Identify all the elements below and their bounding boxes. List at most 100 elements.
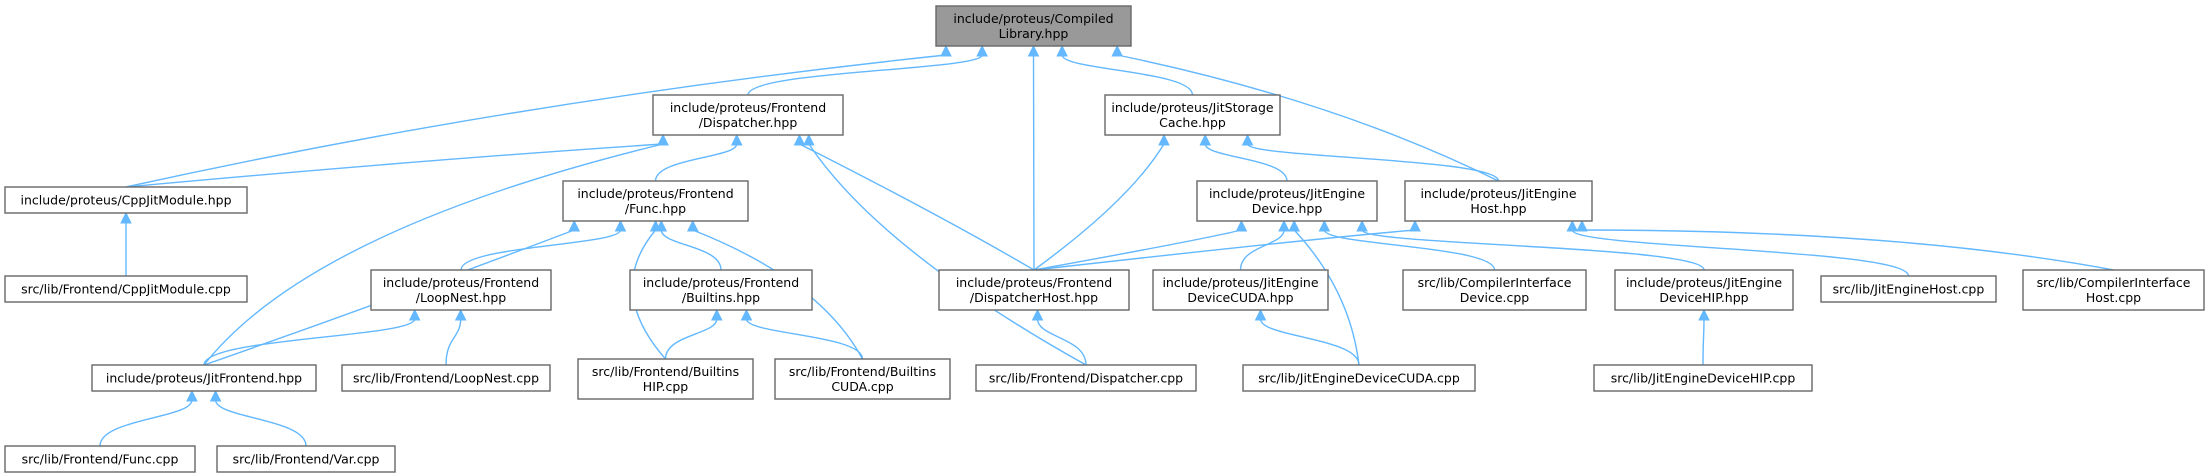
node-box bbox=[216, 445, 396, 473]
arrowhead-icon bbox=[1111, 44, 1124, 57]
node-box bbox=[370, 269, 552, 311]
node-label-line: src/lib/Frontend/Builtins bbox=[592, 364, 739, 379]
arrowhead-icon bbox=[1027, 44, 1040, 57]
node-label-line: HIP.cpp bbox=[643, 379, 688, 394]
edge-frontend_builtins-to-frontend_func bbox=[660, 229, 722, 271]
node-box bbox=[774, 358, 951, 400]
arrowhead-icon bbox=[209, 389, 222, 402]
arrowhead-icon bbox=[940, 44, 952, 57]
arrowhead-icon bbox=[657, 133, 669, 146]
arrowhead-icon bbox=[454, 308, 467, 321]
node-box bbox=[935, 5, 1132, 47]
node-label-line: src/lib/Frontend/Dispatcher.cpp bbox=[989, 371, 1183, 386]
arrowhead-icon bbox=[686, 219, 699, 232]
arrowhead-icon bbox=[803, 133, 815, 146]
edge-func_cpp-to-jit_frontend bbox=[99, 399, 193, 447]
edge-frontend_dispatcher_host-to-jit_engine_device bbox=[1033, 229, 1242, 271]
node-jit-engine-device[interactable]: include/proteus/JitEngineDevice.hpp bbox=[1196, 180, 1378, 222]
edge-jit_engine_device_hip-to-jit_engine_device bbox=[1361, 229, 1705, 271]
node-jit-engine-device-hip[interactable]: include/proteus/JitEngineDeviceHIP.hpp bbox=[1614, 269, 1794, 311]
node-cpp-jit-module-cpp[interactable]: src/lib/Frontend/CppJitModule.cpp bbox=[4, 275, 248, 303]
node-loopnest-cpp[interactable]: src/lib/Frontend/LoopNest.cpp bbox=[341, 364, 551, 392]
node-jit-engine-device-cuda[interactable]: include/proteus/JitEngineDeviceCUDA.hpp bbox=[1152, 269, 1329, 311]
node-box bbox=[1614, 269, 1794, 311]
node-box bbox=[938, 269, 1130, 311]
edge-loopnest_cpp-to-frontend_loopnest bbox=[445, 318, 462, 366]
node-var-cpp[interactable]: src/lib/Frontend/Var.cpp bbox=[216, 445, 396, 473]
arrowhead-icon bbox=[1199, 133, 1212, 146]
node-label-line: Host.hpp bbox=[1470, 201, 1526, 216]
node-label-line: src/lib/Frontend/Func.cpp bbox=[22, 452, 179, 467]
edge-compiler_interface_device-to-jit_engine_device bbox=[1323, 229, 1496, 271]
arrowhead-icon bbox=[649, 219, 662, 232]
node-box bbox=[1402, 269, 1587, 311]
node-frontend-func[interactable]: include/proteus/Frontend/Func.hpp bbox=[562, 180, 749, 222]
node-jit-engine-device-hip-cpp[interactable]: src/lib/JitEngineDeviceHIP.cpp bbox=[1593, 364, 1813, 392]
arrowhead-icon bbox=[1031, 308, 1044, 321]
node-label-line: include/proteus/JitFrontend.hpp bbox=[106, 371, 302, 386]
node-label-line: /LoopNest.hpp bbox=[416, 290, 506, 305]
edge-jit_frontend-to-frontend_loopnest bbox=[203, 318, 416, 366]
arrowhead-icon bbox=[1409, 219, 1421, 232]
node-jit-engine-host[interactable]: include/proteus/JitEngineHost.hpp bbox=[1404, 180, 1593, 222]
node-func-cpp[interactable]: src/lib/Frontend/Func.cpp bbox=[4, 445, 196, 473]
node-jit-engine-host-cpp[interactable]: src/lib/JitEngineHost.cpp bbox=[1820, 275, 1997, 303]
node-frontend-loopnest[interactable]: include/proteus/Frontend/LoopNest.hpp bbox=[370, 269, 552, 311]
edge-compiler_interface_host-to-jit_engine_host bbox=[1581, 229, 2114, 271]
edge-dispatcher_cpp-to-frontend_dispatcher_host bbox=[1036, 318, 1087, 366]
edge-builtins_cuda_cpp-to-frontend_builtins bbox=[745, 318, 864, 360]
node-cpp-jit-module[interactable]: include/proteus/CppJitModule.hpp bbox=[4, 186, 248, 214]
node-label-line: src/lib/JitEngineDeviceHIP.cpp bbox=[1611, 371, 1796, 386]
node-box bbox=[4, 186, 248, 214]
node-label-line: /Func.hpp bbox=[625, 201, 686, 216]
node-frontend-dispatcher[interactable]: include/proteus/Frontend/Dispatcher.hpp bbox=[652, 94, 844, 136]
node-label-line: include/proteus/JitEngine bbox=[1162, 275, 1318, 290]
node-box bbox=[1404, 180, 1593, 222]
arrowhead-icon bbox=[614, 219, 627, 232]
arrowhead-icon bbox=[408, 308, 421, 321]
node-label-line: /Dispatcher.hpp bbox=[699, 115, 798, 130]
arrowhead-icon bbox=[1356, 219, 1368, 232]
node-label-line: Device.hpp bbox=[1252, 201, 1323, 216]
node-label-line: include/proteus/Frontend bbox=[643, 275, 799, 290]
node-box bbox=[975, 364, 1197, 392]
edge-jit_frontend-to-frontend_dispatcher bbox=[203, 143, 664, 366]
edge-jit_engine_host-to-compiled_library bbox=[1117, 54, 1499, 182]
node-jit-engine-device-cuda-cpp[interactable]: src/lib/JitEngineDeviceCUDA.cpp bbox=[1242, 364, 1476, 392]
arrowhead-icon bbox=[1278, 219, 1290, 232]
node-box bbox=[1104, 94, 1281, 136]
node-label-line: src/lib/Frontend/LoopNest.cpp bbox=[353, 371, 539, 386]
edge-frontend_dispatcher-to-compiled_library bbox=[747, 54, 983, 96]
node-box bbox=[1820, 275, 1997, 303]
arrowhead-icon bbox=[120, 211, 132, 224]
node-label-line: DeviceCUDA.hpp bbox=[1187, 290, 1293, 305]
node-label-line: DeviceHIP.hpp bbox=[1659, 290, 1748, 305]
node-label-line: Library.hpp bbox=[999, 26, 1069, 41]
node-frontend-builtins[interactable]: include/proteus/Frontend/Builtins.hpp bbox=[629, 269, 813, 311]
node-frontend-dispatcher-host[interactable]: include/proteus/Frontend/DispatcherHost.… bbox=[938, 269, 1130, 311]
arrowhead-icon bbox=[1056, 44, 1068, 57]
node-label-line: include/proteus/Frontend bbox=[670, 100, 826, 115]
node-label-line: include/proteus/Frontend bbox=[383, 275, 539, 290]
node-label-line: include/proteus/CppJitModule.hpp bbox=[20, 193, 231, 208]
node-label-line: Cache.hpp bbox=[1159, 115, 1226, 130]
node-label-line: src/lib/CompilerInterface bbox=[2037, 275, 2191, 290]
node-label-line: src/lib/JitEngineHost.cpp bbox=[1833, 282, 1985, 297]
node-dispatcher-cpp[interactable]: src/lib/Frontend/Dispatcher.cpp bbox=[975, 364, 1197, 392]
edge-frontend_loopnest-to-frontend_func bbox=[460, 229, 622, 271]
node-jit-frontend[interactable]: include/proteus/JitFrontend.hpp bbox=[91, 364, 317, 392]
node-box bbox=[629, 269, 813, 311]
node-label-line: src/lib/CompilerInterface bbox=[1418, 275, 1572, 290]
edge-jit_engine_device_hip_cpp-to-jit_engine_device_hip bbox=[1702, 318, 1705, 366]
arrowhead-icon bbox=[793, 133, 806, 146]
node-label-line: src/lib/JitEngineDeviceCUDA.cpp bbox=[1258, 371, 1460, 386]
edge-jit_engine_device_cuda-to-jit_engine_device bbox=[1239, 229, 1285, 271]
